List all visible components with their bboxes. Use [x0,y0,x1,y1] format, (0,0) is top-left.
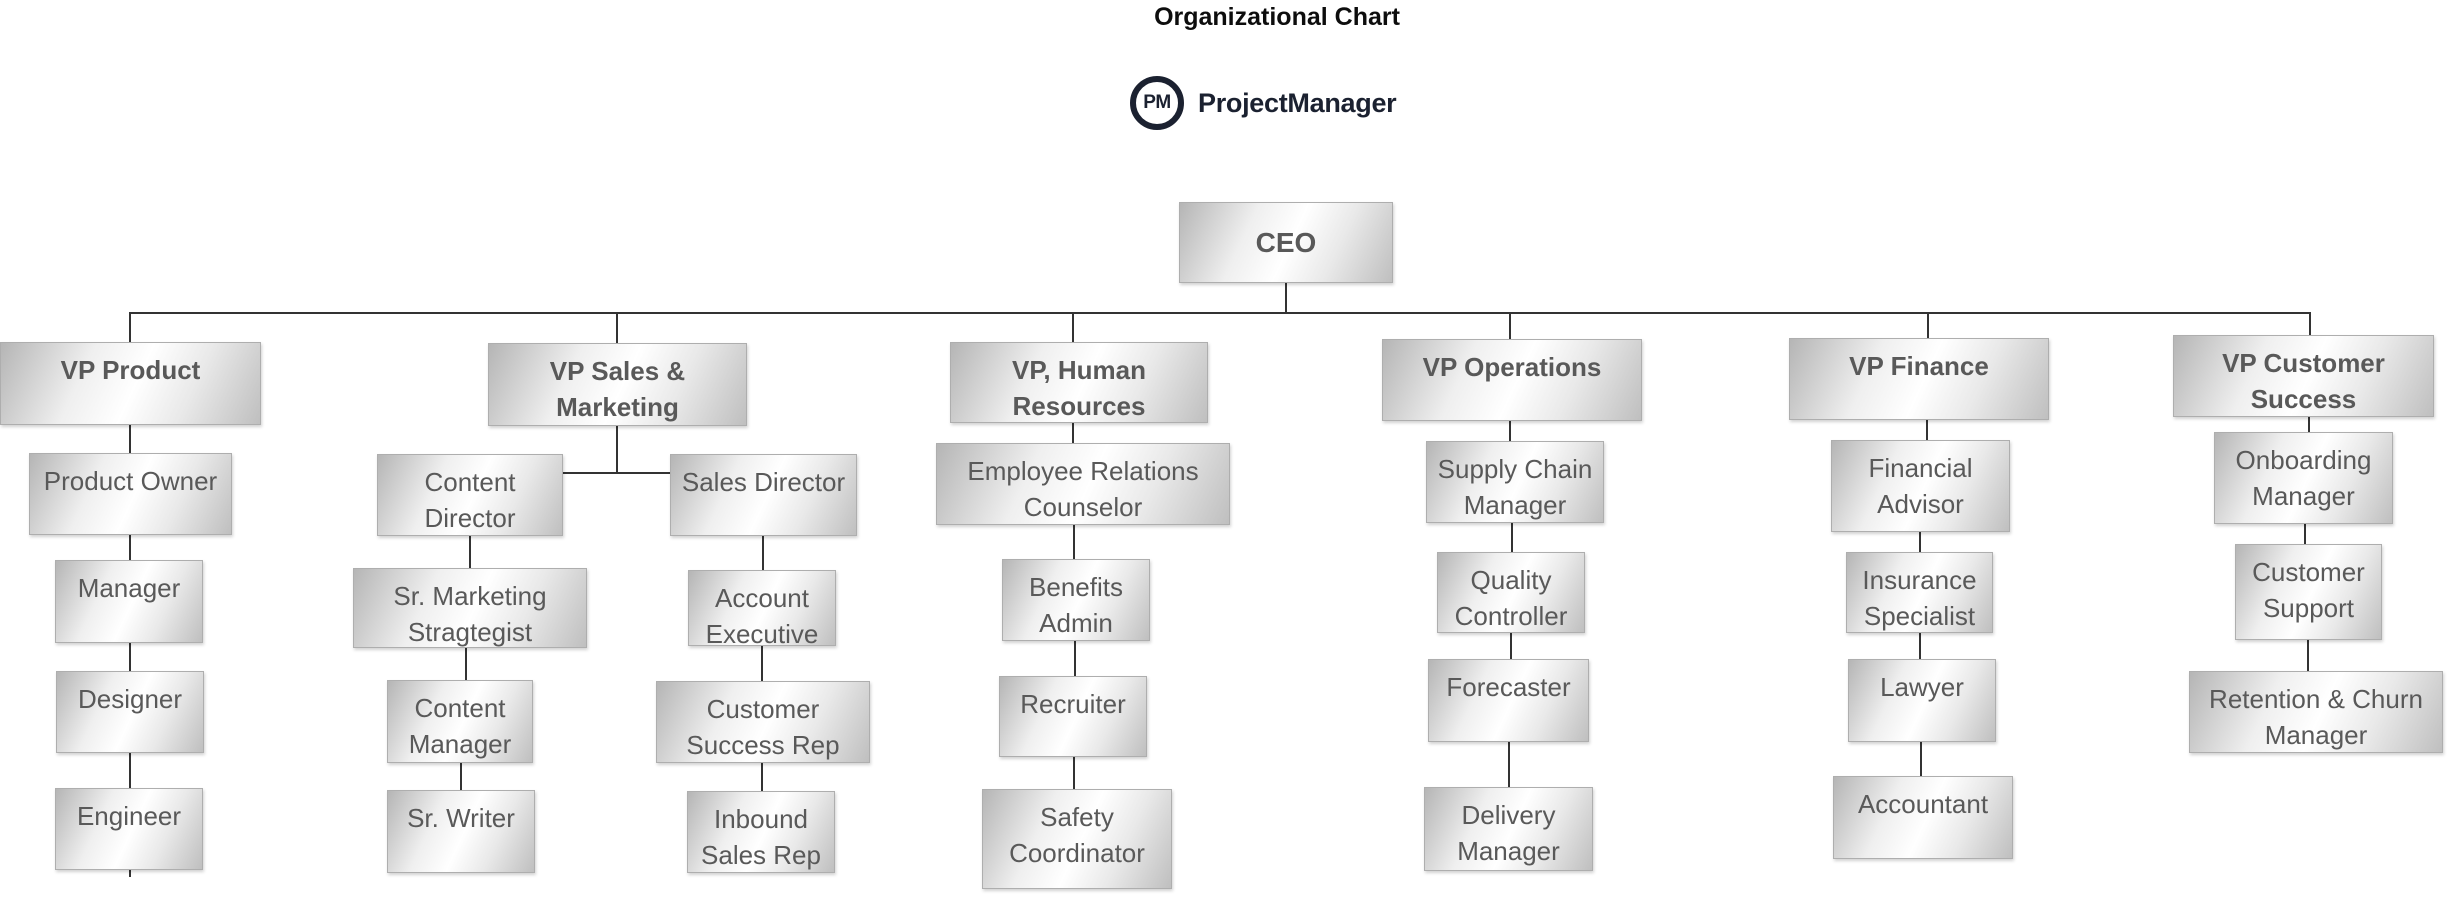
org-node-content-manager: Content Manager [387,680,533,763]
org-node-vp-sales-marketing: VP Sales & Marketing [488,343,747,426]
connector-line [1511,523,1513,552]
connector-line [1073,757,1075,789]
connector-line [129,753,131,788]
connector-line [2308,417,2310,432]
org-node-sales-director: Sales Director [670,454,857,536]
connector-line [761,763,763,791]
org-node-quality-controller: Quality Controller [1437,552,1585,633]
org-node-inbound-sales-rep: Inbound Sales Rep [687,791,835,873]
connector-line [465,648,467,680]
org-node-vp-product: VP Product [0,342,261,425]
pm-logo-icon: PM [1130,76,1184,130]
connector-line [616,426,618,474]
org-node-supply-chain-manager: Supply Chain Manager [1426,441,1604,523]
org-node-insurance-specialist: Insurance Specialist [1846,552,1993,633]
org-node-onboarding-manager: Onboarding Manager [2214,432,2393,524]
connector-line [129,643,131,671]
brand-name: ProjectManager [1198,87,1397,118]
org-node-customer-support: Customer Support [2235,544,2382,640]
connector-line [1920,742,1922,776]
connector-line [1919,532,1921,552]
connector-line [1509,421,1511,441]
connector-line [563,472,670,474]
connector-line [1072,423,1074,443]
org-node-customer-success-rep: Customer Success Rep [656,681,870,763]
org-node-vp-finance: VP Finance [1789,338,2049,420]
org-node-vp-customer-success: VP Customer Success [2173,335,2434,417]
org-node-manager: Manager [55,560,203,643]
org-node-designer: Designer [56,671,204,753]
org-node-recruiter: Recruiter [999,676,1147,757]
org-node-retention-churn-manager: Retention & Churn Manager [2189,671,2443,753]
org-node-delivery-manager: Delivery Manager [1424,787,1593,871]
connector-line [762,536,764,570]
page-title: Organizational Chart [1154,3,1400,31]
connector-line [2304,524,2306,544]
connector-line [1510,633,1512,659]
connector-line [616,312,618,343]
connector-line [2307,640,2309,671]
connector-line [1508,742,1510,787]
connector-line [1926,420,1928,440]
org-node-product-owner: Product Owner [29,453,232,535]
org-node-lawyer: Lawyer [1848,659,1996,742]
org-node-engineer: Engineer [55,788,203,870]
connector-line [129,870,131,877]
org-node-ceo: CEO [1179,202,1393,283]
connector-line [1073,525,1075,559]
connector-line [1072,312,1074,342]
org-node-benefits-admin: Benefits Admin [1002,559,1150,641]
org-node-safety-coordinator: Safety Coordinator [982,789,1172,889]
connector-line [2309,312,2311,335]
org-node-employee-relations-counselor: Employee Relations Counselor [936,443,1230,525]
org-node-financial-advisor: Financial Advisor [1831,440,2010,532]
connector-line [460,763,462,790]
connector-line [129,425,131,453]
connector-line [761,646,763,681]
org-node-sr-marketing-strategist: Sr. Marketing Stragtegist [353,568,587,648]
connector-line [1285,283,1287,313]
org-node-account-executive: Account Executive [688,570,836,649]
connector-line [1509,312,1511,339]
connector-line [1927,312,1929,338]
connector-line [1919,633,1921,659]
org-node-accountant: Accountant [1833,776,2013,859]
org-node-content-director: Content Director [377,454,563,536]
connector-line [1074,641,1076,676]
connector-line [469,536,471,568]
connector-line [129,312,131,342]
org-node-vp-operations: VP Operations [1382,339,1642,421]
connector-line [129,535,131,560]
connector-line [130,312,2311,314]
org-node-forecaster: Forecaster [1428,659,1589,742]
brand-logo: PM ProjectManager [1130,76,1397,130]
org-node-sr-writer: Sr. Writer [387,790,535,873]
org-node-vp-human-resources: VP, Human Resources [950,342,1208,423]
